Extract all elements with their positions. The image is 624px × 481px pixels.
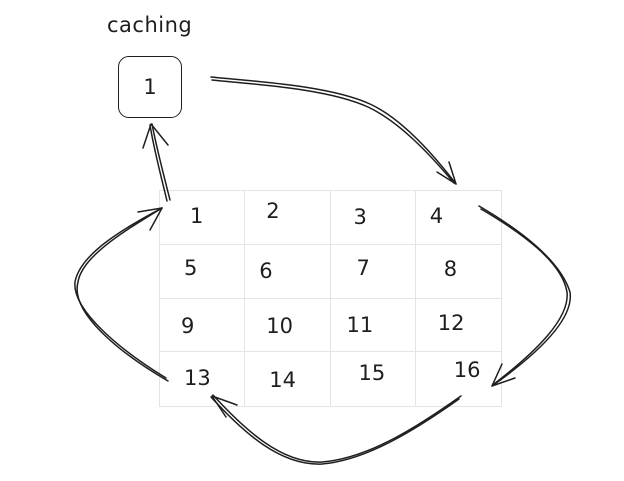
cell-label: 11: [346, 312, 374, 337]
cache-box: 1: [118, 56, 182, 118]
cell-label: 5: [184, 255, 198, 280]
cell-label: 6: [259, 258, 273, 283]
cell-label: 16: [453, 358, 481, 383]
grid-cell: 10: [245, 298, 331, 353]
grid-cell: 12: [415, 299, 501, 353]
cell-label: 10: [266, 313, 293, 338]
grid-cell: 11: [330, 298, 416, 353]
grid-cell: 1: [160, 191, 246, 245]
grid-cell: 14: [245, 352, 331, 406]
cell-label: 2: [266, 199, 280, 223]
cell-label: 8: [443, 256, 458, 281]
grid-cell: 16: [416, 352, 501, 406]
cell-label: 4: [429, 204, 444, 228]
arrow-cache-to-4: [210, 76, 457, 185]
grid-cell: 8: [415, 245, 501, 299]
cell-label: 14: [269, 368, 296, 393]
grid-cell: 3: [330, 191, 416, 245]
grid-cell: 4: [415, 191, 501, 245]
grid-cell: 7: [330, 244, 416, 299]
cell-label: 7: [356, 255, 370, 280]
arrow-16-to-13: [210, 394, 462, 465]
cell-label: 9: [181, 313, 195, 338]
cell-label: 1: [190, 204, 204, 228]
grid-cell: 15: [331, 352, 416, 406]
grid-cell: 2: [245, 191, 331, 245]
grid-cell: 13: [160, 352, 246, 406]
cache-value: 1: [143, 75, 157, 99]
grid: 1 2 3 4 5 6 7 8 9 10 11 12 13 14 15 16: [159, 190, 502, 407]
arrow-1-to-cache: [142, 123, 171, 202]
grid-cell: 5: [160, 244, 246, 299]
arrow-4-to-16: [478, 205, 571, 387]
grid-cell: 6: [245, 244, 331, 299]
cell-label: 13: [184, 366, 211, 391]
cell-label: 15: [358, 361, 386, 386]
caching-label: caching: [107, 13, 193, 37]
cell-label: 3: [353, 205, 367, 229]
grid-cell: 9: [160, 298, 246, 353]
arrow-13-to-1: [74, 207, 169, 382]
cell-label: 12: [437, 310, 465, 335]
